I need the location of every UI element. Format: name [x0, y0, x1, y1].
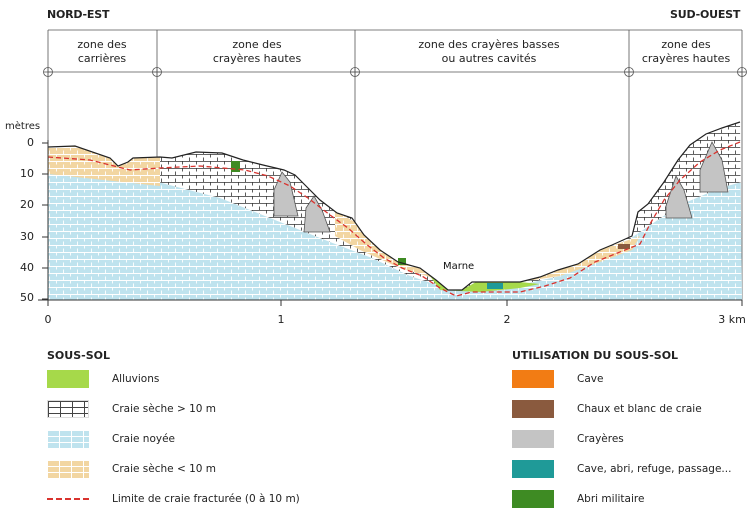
legend-label: Crayères	[577, 433, 624, 445]
legend-label: Craie sèche > 10 m	[112, 403, 217, 415]
legend-item: Abri militaire	[512, 489, 644, 509]
legend-item: Alluvions	[47, 369, 159, 389]
y-tick-label: 0	[27, 136, 34, 149]
abri-passage-marker	[487, 283, 503, 289]
y-tick-label: 40	[20, 261, 34, 274]
chaux-marker	[618, 244, 630, 249]
legend-item: Crayères	[512, 429, 624, 449]
abri-militaire-swatch	[512, 490, 554, 508]
legend-item: Cave, abri, refuge, passage...	[512, 459, 731, 479]
legend-label: Craie noyée	[112, 433, 176, 445]
zone-frame	[43, 29, 747, 300]
legend-item: Chaux et blanc de craie	[512, 399, 702, 419]
y-tick-label: 50	[20, 291, 34, 304]
legend-label: Limite de craie fracturée (0 à 10 m)	[112, 493, 300, 505]
x-tick-label: 2	[503, 313, 511, 326]
abri-militaire-marker	[231, 161, 240, 172]
legend-soil-title: SOUS-SOL	[47, 349, 110, 362]
legend-label: Craie sèche < 10 m	[112, 463, 217, 475]
craie-noyee-layer	[48, 172, 742, 300]
legend-label: Cave, abri, refuge, passage...	[577, 463, 732, 475]
cave-swatch	[512, 370, 554, 388]
alluvions-swatch	[47, 370, 89, 388]
craie-noyee-swatch	[47, 430, 89, 448]
legend-label: Chaux et blanc de craie	[577, 403, 702, 415]
y-tick-label: 10	[20, 167, 34, 180]
y-axis-label: mètres	[5, 121, 41, 132]
chaux-swatch	[512, 400, 554, 418]
y-tick-label: 20	[20, 198, 34, 211]
x-tick-label: 3 km	[718, 313, 746, 326]
orientation-left: NORD-EST	[47, 8, 110, 21]
craie-seche-thin-swatch	[47, 460, 89, 478]
crayeres-swatch	[512, 430, 554, 448]
fractured-chalk-limit	[47, 141, 741, 297]
legend-label: Cave	[577, 373, 604, 385]
orientation-right: SUD-OUEST	[670, 8, 741, 21]
abri-militaire-marker	[398, 258, 406, 265]
craie-seche-swatch	[47, 400, 89, 418]
legend-item: Craie sèche > 10 m	[47, 399, 216, 419]
axis-lines	[38, 140, 743, 306]
fracture-line-swatch	[47, 490, 89, 508]
x-tick-label: 0	[44, 313, 52, 326]
legend-item: Craie sèche < 10 m	[47, 459, 216, 479]
river-label: Marne	[443, 261, 475, 272]
legend-item: Cave	[512, 369, 603, 389]
crayeres-caves	[273, 141, 729, 233]
legend-label: Alluvions	[112, 373, 160, 385]
x-tick-label: 1	[277, 313, 285, 326]
abri-swatch	[512, 460, 554, 478]
legend-label: Abri militaire	[577, 493, 645, 505]
legend-use-title: UTILISATION DU SOUS-SOL	[512, 349, 679, 362]
alluvions-layer	[430, 276, 540, 292]
y-tick-label: 30	[20, 230, 34, 243]
legend-item: Craie noyée	[47, 429, 175, 449]
terrain-surface	[47, 121, 741, 291]
legend-item: Limite de craie fracturée (0 à 10 m)	[47, 489, 300, 509]
